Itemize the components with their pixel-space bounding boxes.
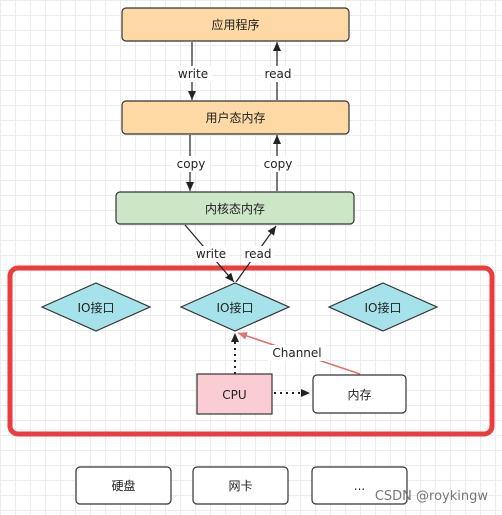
more-devices-label: ... (354, 479, 365, 493)
edge-label-bg (268, 345, 326, 361)
app-node: 应用程序 (121, 7, 350, 42)
edge-label-bg (193, 246, 229, 262)
user-memory-label: 用户态内存 (205, 110, 265, 125)
io-right-label: IO接口 (365, 300, 402, 315)
kernel-memory-node: 内核态内存 (115, 191, 355, 225)
copy-label-left: copy (177, 157, 206, 171)
edge-label-bg (262, 66, 294, 82)
io-center-label: IO接口 (217, 300, 254, 315)
io-interface-right: IO接口 (327, 282, 439, 332)
edge-label-bg (242, 246, 274, 262)
more-devices-node: ... (311, 466, 408, 505)
io-interface-center: IO接口 (179, 282, 291, 332)
write-label-bottom: write (196, 247, 226, 261)
app-label: 应用程序 (211, 17, 259, 32)
disk-label: 硬盘 (111, 478, 135, 493)
edge-label-bg (174, 66, 212, 82)
memory-node: 内存 (312, 374, 407, 414)
disk-node: 硬盘 (75, 466, 172, 505)
watermark: CSDN @roykingw (375, 489, 489, 504)
copy-label-right: copy (264, 157, 293, 171)
cpu-node: CPU (196, 373, 273, 415)
nic-node: 网卡 (192, 466, 289, 505)
memory-label: 内存 (347, 388, 371, 402)
kernel-memory-label: 内核态内存 (205, 202, 265, 216)
write-label-top: write (178, 67, 208, 81)
channel-label: Channel (272, 346, 321, 360)
read-label-top: read (264, 67, 291, 81)
user-memory-node: 用户态内存 (121, 100, 350, 135)
edge-label-bg (259, 156, 297, 172)
io-left-label: IO接口 (78, 300, 115, 315)
edge-label-bg (172, 156, 210, 172)
cpu-label: CPU (222, 388, 246, 402)
nic-label: 网卡 (228, 479, 252, 493)
read-label-bottom: read (244, 247, 271, 261)
io-hardware-frame (7, 265, 495, 437)
io-interface-left: IO接口 (40, 282, 152, 332)
